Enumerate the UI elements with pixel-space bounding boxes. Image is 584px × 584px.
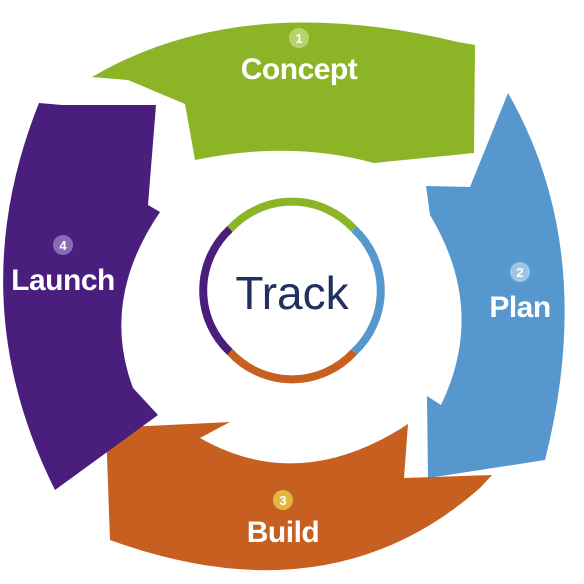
step-2-number: 2 [516, 265, 523, 280]
step-3-number: 3 [279, 493, 286, 508]
center-ring-green [227, 197, 357, 232]
center-ring-purple [199, 226, 233, 355]
center-label: Track [235, 267, 349, 319]
step-4-badge [53, 235, 73, 255]
step-4-label: Launch [11, 264, 115, 297]
center-ring-blue [351, 226, 385, 355]
step-1-label: Concept [241, 53, 358, 86]
step-1-number: 1 [295, 31, 302, 46]
center-ring-orange [227, 349, 357, 384]
plan-arrow [426, 93, 565, 478]
step-1-badge [289, 28, 309, 48]
step-2-label: Plan [489, 291, 550, 324]
launch-arrow [3, 103, 160, 490]
step-2-badge [510, 262, 530, 282]
step-3-label: Build [247, 516, 320, 549]
concept-arrow [92, 22, 475, 163]
build-arrow [106, 422, 492, 571]
step-4-number: 4 [59, 238, 67, 253]
step-3-badge [273, 490, 293, 510]
